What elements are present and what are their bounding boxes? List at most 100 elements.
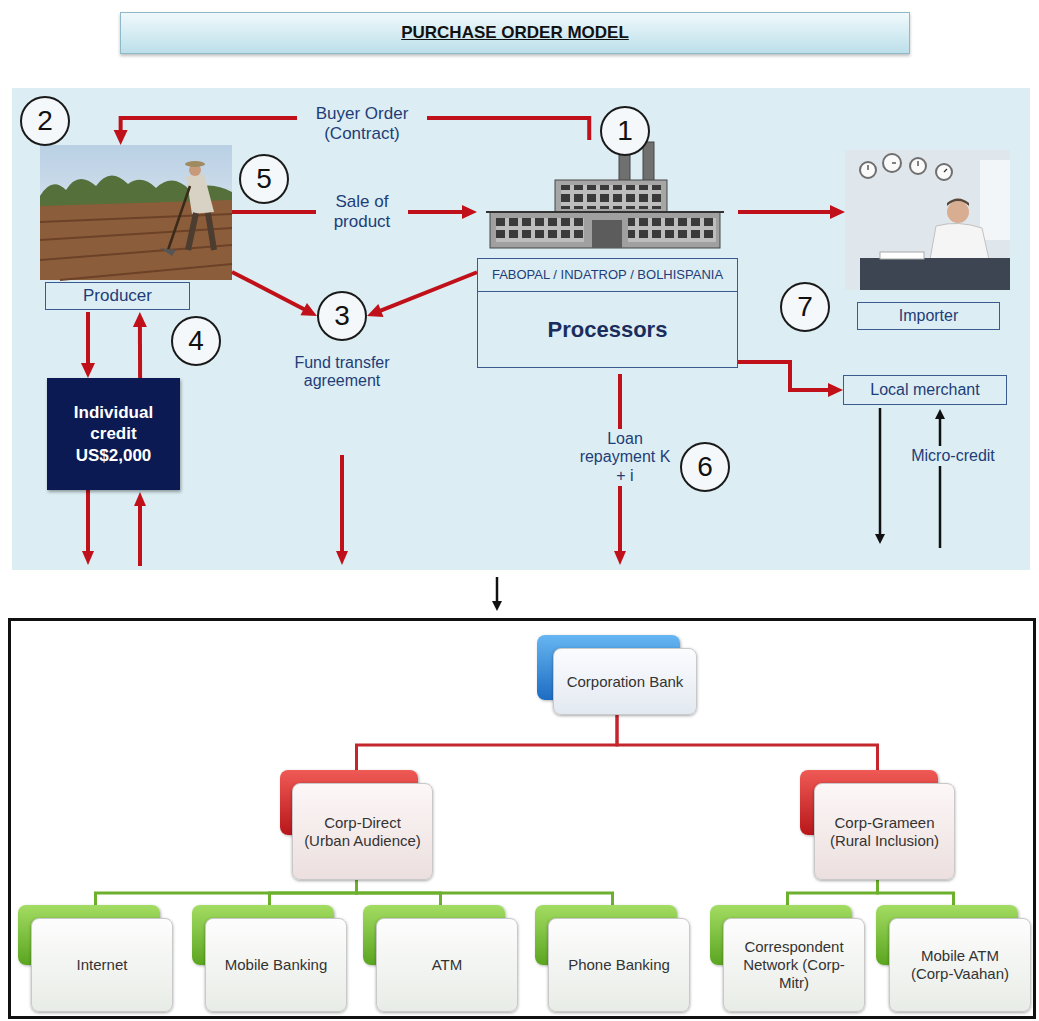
arrowhead xyxy=(133,312,147,327)
arrowhead xyxy=(367,304,384,317)
channel-card: Internet xyxy=(18,905,173,1012)
illustration-part xyxy=(160,248,176,256)
illustration-part xyxy=(867,165,868,170)
illustration-part xyxy=(643,142,654,186)
credit-label: Individual credit US$2,000 xyxy=(53,402,174,466)
connector-line xyxy=(232,272,305,310)
illustration-part xyxy=(168,186,190,250)
card-front: Mobile Banking xyxy=(205,918,347,1012)
connector xyxy=(96,880,357,905)
connector xyxy=(81,312,95,378)
connector xyxy=(788,880,878,905)
connector-line xyxy=(878,880,954,905)
illustration-part xyxy=(917,161,918,166)
connector xyxy=(270,880,357,905)
callout-circle: 2 xyxy=(20,96,70,146)
connector-line xyxy=(96,880,357,905)
callout-number: 2 xyxy=(37,107,53,135)
callout-number: 4 xyxy=(188,327,204,355)
farm-illustration xyxy=(40,145,232,280)
illustration-part xyxy=(40,228,232,240)
connector-line xyxy=(617,715,878,770)
channel-card: Mobile ATM (Corp-Vaahan) xyxy=(876,905,1031,1012)
arrowhead xyxy=(462,205,477,219)
illustration-part xyxy=(880,252,924,259)
arrowhead xyxy=(830,205,845,219)
illustration-part xyxy=(980,160,1010,240)
connector xyxy=(133,312,147,378)
connector-line xyxy=(380,272,477,311)
processor-node: FABOPAL / INDATROP / BOLHISPANIAProcesso… xyxy=(477,140,738,368)
channel-card: Phone Banking xyxy=(535,905,690,1012)
callout-circle: 4 xyxy=(171,316,221,366)
producer-node: Producer xyxy=(40,145,232,312)
card-front: Mobile ATM (Corp-Vaahan) xyxy=(889,918,1031,1012)
channel-card: ATM xyxy=(363,905,518,1012)
illustration-part xyxy=(883,154,901,172)
label-patch: Sale of product xyxy=(316,191,408,232)
channel-card: Correspondent Network (Corp-Mitr) xyxy=(710,905,865,1012)
card-label: Phone Banking xyxy=(568,956,670,974)
illustration-part xyxy=(40,214,232,280)
label-box: Importer xyxy=(857,302,1000,330)
channel-group-card: Corp-Grameen (Rural Inclusion) xyxy=(800,770,955,880)
connector-line xyxy=(738,362,829,390)
callout-circle: 7 xyxy=(780,282,830,332)
illustration-part xyxy=(892,162,896,163)
illustration-part xyxy=(340,455,344,552)
connector xyxy=(367,272,477,317)
card-front: Internet xyxy=(31,918,173,1012)
connector xyxy=(738,205,845,219)
illustration-part xyxy=(879,408,882,535)
illustration-part xyxy=(628,218,716,242)
connector-line xyxy=(357,715,618,770)
callout-circle: 5 xyxy=(239,154,289,204)
illustration-part xyxy=(592,220,622,248)
illustration-part xyxy=(555,180,667,214)
callout-number: 5 xyxy=(256,165,272,193)
office-photo xyxy=(845,150,1010,290)
callout-number: 7 xyxy=(797,293,813,321)
box-label: Producer xyxy=(83,286,152,306)
connector-line xyxy=(738,210,831,214)
flow-note: Fund transfer agreement xyxy=(281,354,403,391)
card-front: ATM xyxy=(376,918,518,1012)
card-label: Mobile Banking xyxy=(225,956,328,974)
card-label: Corp-Direct (Urban Audience) xyxy=(303,814,422,850)
label-box: Processors xyxy=(477,292,738,368)
connector-line xyxy=(138,326,142,378)
illustration-part xyxy=(188,213,196,250)
illustration-part xyxy=(208,213,214,250)
callout-circle: 1 xyxy=(600,106,650,156)
connector xyxy=(738,362,843,397)
card-label: Corp-Grameen (Rural Inclusion) xyxy=(825,814,944,850)
edge-label: Buyer Order (Contract) xyxy=(301,104,423,143)
arrowhead xyxy=(828,383,843,397)
illustration-part xyxy=(186,174,214,214)
illustration-part xyxy=(860,154,952,180)
merchant-box: Local merchant xyxy=(843,375,1007,405)
illustration-part xyxy=(185,161,205,167)
title-text: PURCHASE ORDER MODEL xyxy=(401,23,629,43)
card-front: Corp-Grameen (Rural Inclusion) xyxy=(814,783,955,880)
card-front: Phone Banking xyxy=(548,918,690,1012)
illustration-part xyxy=(561,185,661,209)
card-front: Corp-Direct (Urban Audience) xyxy=(292,783,433,880)
illustration-part xyxy=(845,150,1010,290)
channel-group-card: Corp-Direct (Urban Audience) xyxy=(280,770,433,880)
illustration-part xyxy=(496,577,499,602)
flow-note: Loan repayment K + i xyxy=(579,430,671,485)
connector-line xyxy=(270,880,357,905)
micro-credit-arrows xyxy=(497,408,940,602)
connector-line xyxy=(357,880,613,905)
illustration-part xyxy=(138,505,142,566)
callout-number: 1 xyxy=(617,117,633,145)
illustration-part xyxy=(86,490,90,552)
arrowhead xyxy=(300,303,317,316)
illustration-part xyxy=(40,214,232,222)
illustration-part xyxy=(60,264,232,280)
illustration-part xyxy=(490,212,720,248)
card-label: Internet xyxy=(77,956,128,974)
illustration-part xyxy=(860,162,876,178)
